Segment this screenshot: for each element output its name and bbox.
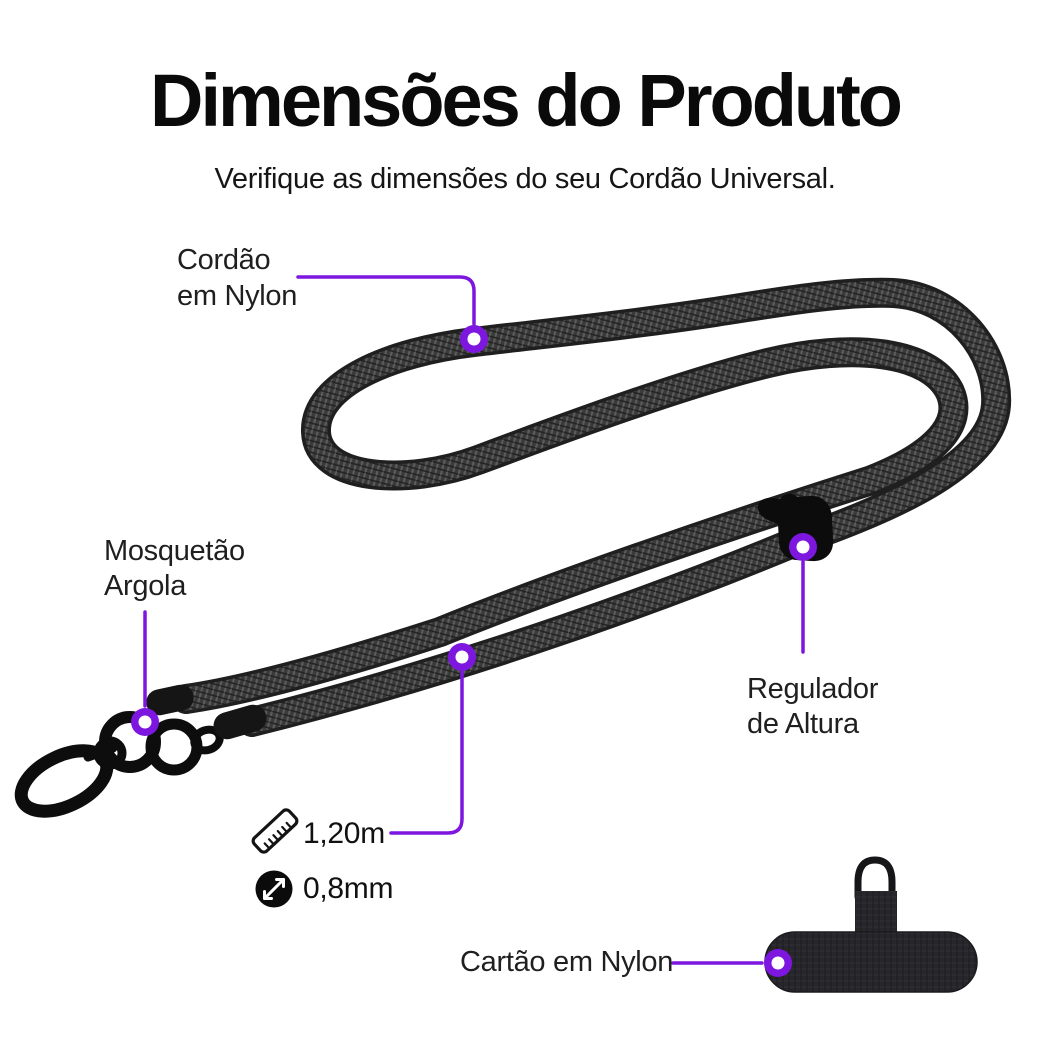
cord-end-caps [146, 684, 267, 740]
marker-dot-cartao [764, 949, 792, 977]
label-mosquetao-line2: Argola [104, 570, 187, 602]
marker-dot-regulador [789, 533, 817, 561]
length-measurement: 1,20m [303, 817, 385, 850]
connector-cordao [296, 275, 476, 326]
label-regulador-line1: Regulador [747, 673, 879, 705]
diameter-measurement: 0,8mm [303, 872, 394, 905]
label-regulador-de-altura: Regulador de Altura [747, 672, 878, 742]
label-cordao-em-nylon: Cordão em Nylon [177, 242, 297, 314]
connector-length [389, 670, 464, 835]
marker-dot-mosquetao [131, 708, 159, 736]
marker-dot-cordao [460, 325, 488, 353]
annotation-connectors [143, 275, 805, 965]
label-mosquetao-argola: Mosquetão Argola [104, 534, 245, 604]
label-cordao-line2: em Nylon [177, 280, 298, 312]
card-strap [855, 891, 897, 935]
label-mosquetao-line1: Mosquetão [104, 535, 245, 567]
nylon-card [764, 856, 978, 993]
marker-dot-length [448, 643, 476, 671]
carabiner-hardware [14, 684, 267, 818]
page-subtitle: Verifique as dimensões do seu Cordão Uni… [214, 163, 836, 195]
nylon-cord [171, 277, 1012, 737]
page-title: Dimensões do Produto [150, 59, 903, 142]
d-ring [854, 856, 896, 901]
label-cartao-text: Cartão em Nylon [460, 946, 674, 978]
card-body [764, 931, 978, 993]
marker-dots [131, 325, 817, 977]
ruler-icon [251, 808, 299, 854]
label-cordao-line1: Cordão [177, 244, 271, 276]
label-cartao-em-nylon: Cartão em Nylon [460, 944, 673, 980]
diameter-icon [255, 870, 293, 908]
metal-rings [99, 711, 224, 776]
label-regulador-line2: de Altura [747, 708, 859, 740]
